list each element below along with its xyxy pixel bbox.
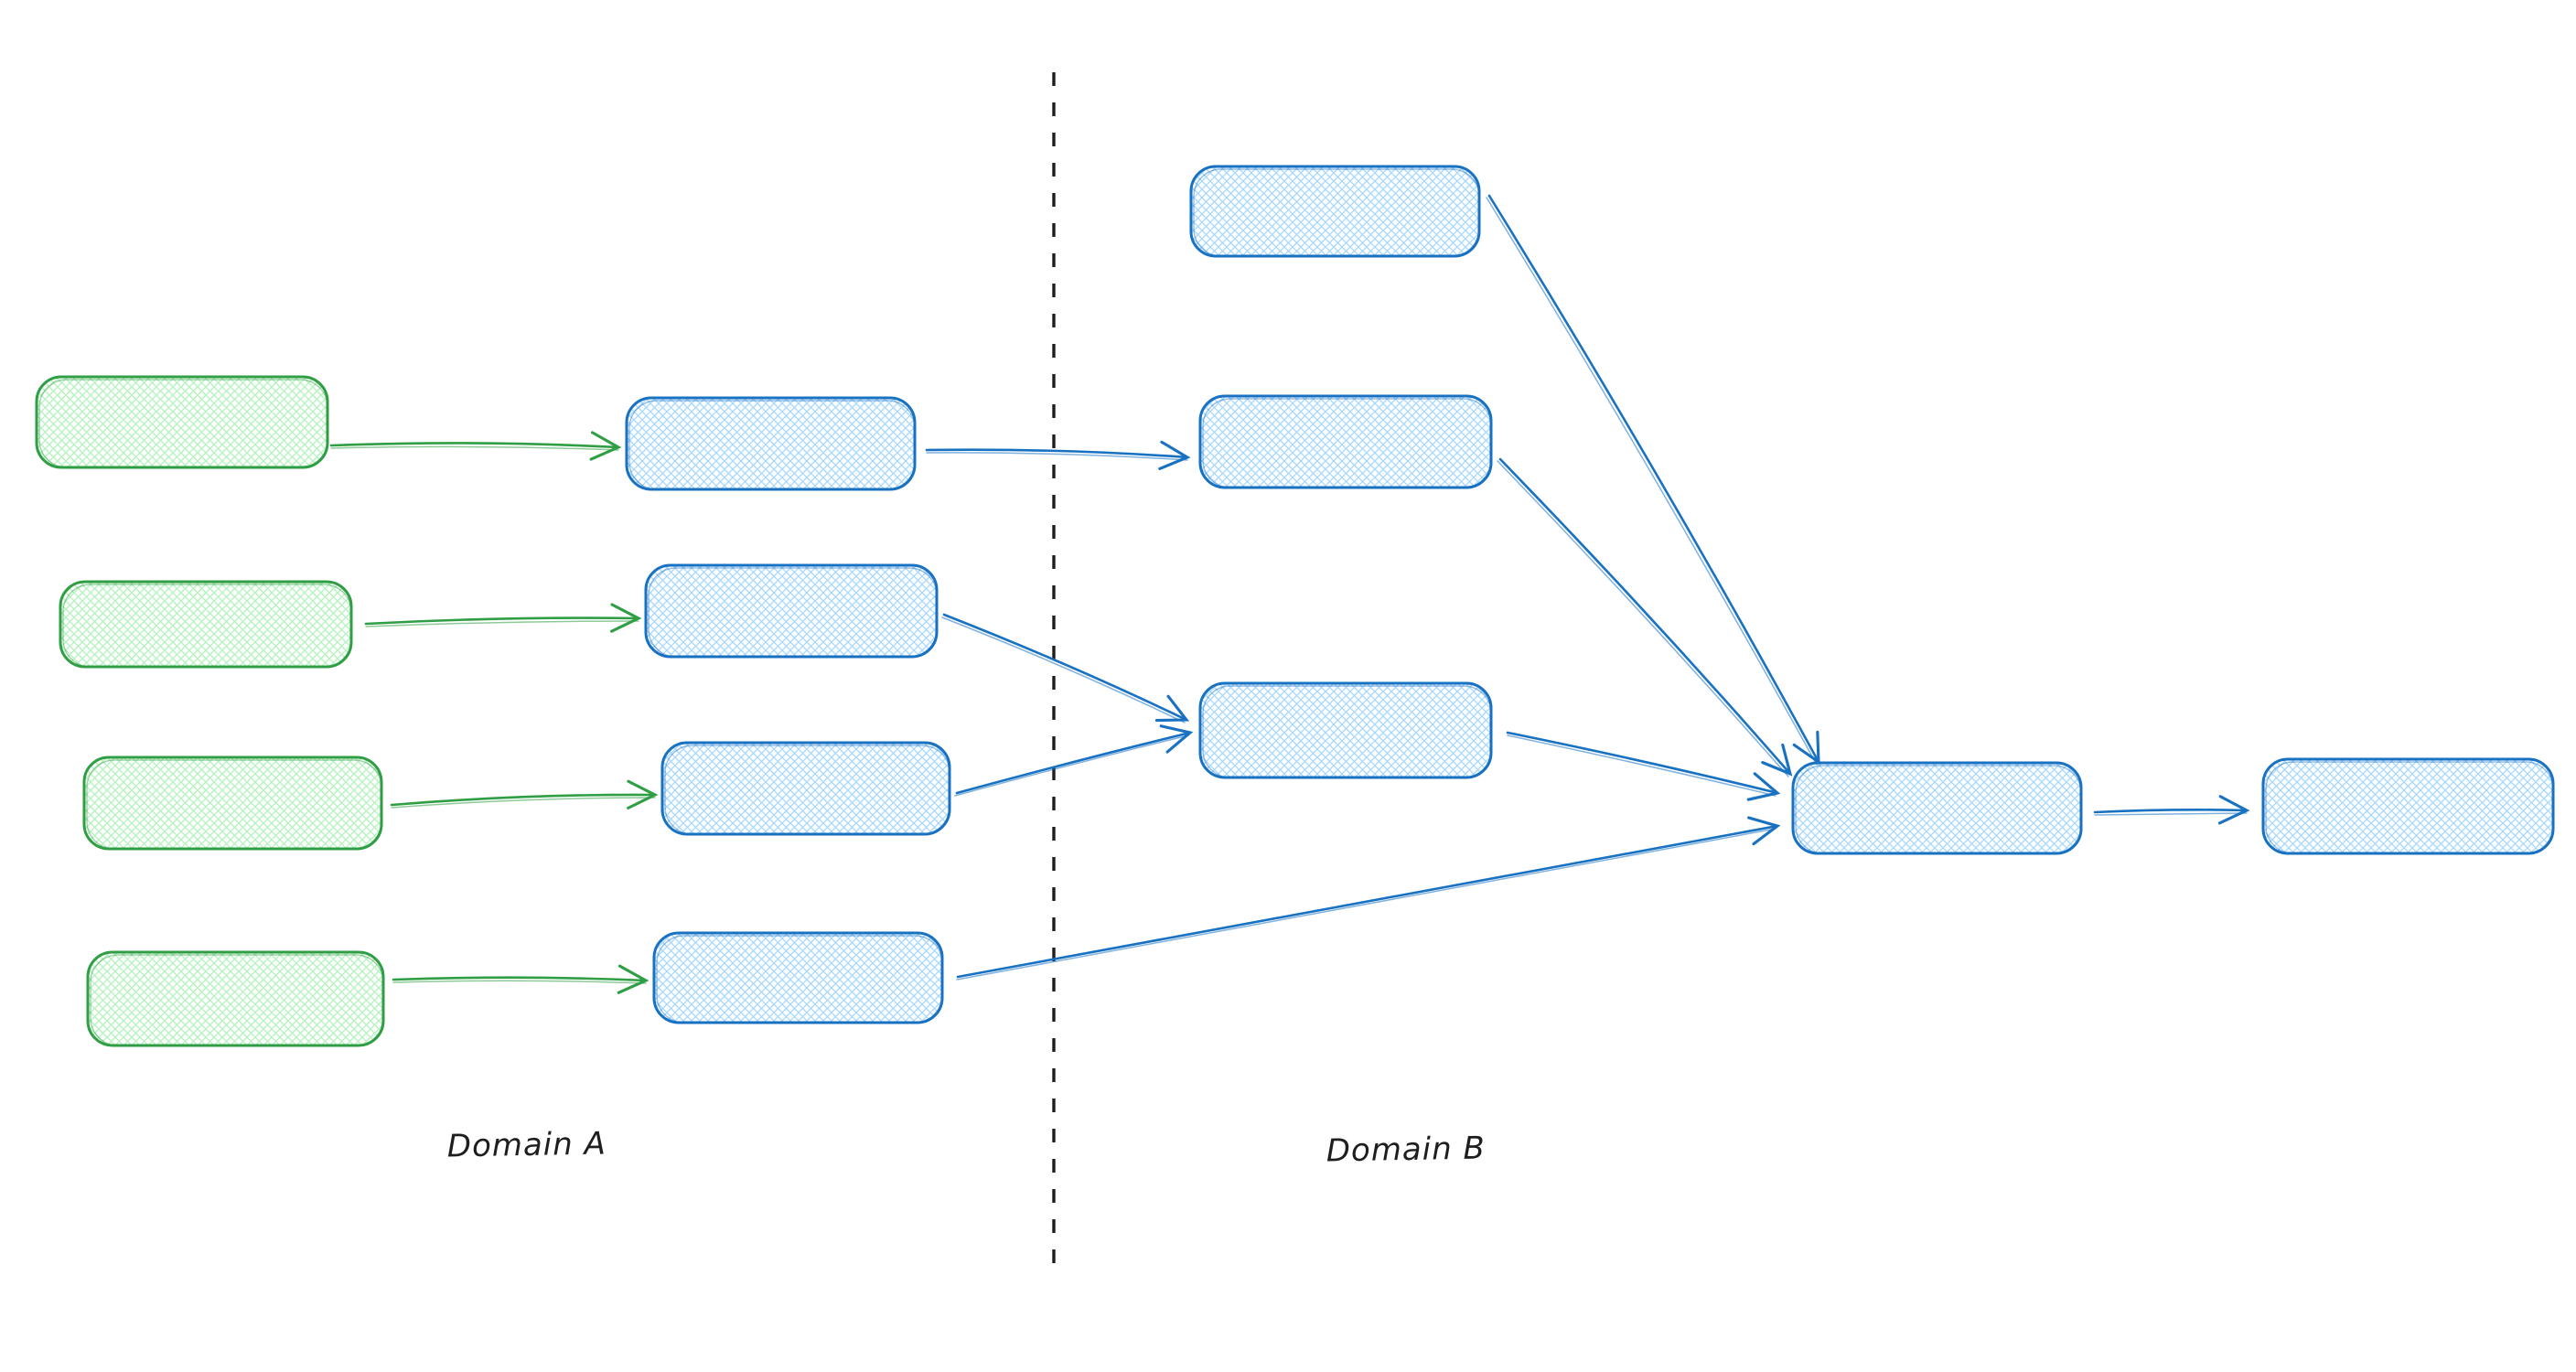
arrow-hub-to-output xyxy=(2093,795,2250,825)
arrow-b2-to-hub xyxy=(1497,457,1793,777)
domain-b-label: Domain B xyxy=(1326,1130,1486,1169)
blue-hub-node xyxy=(1791,761,2083,855)
arrow-b1-to-hub xyxy=(1486,194,1820,766)
blue-node-b1 xyxy=(1189,165,1481,258)
blue-node-a1 xyxy=(625,396,917,491)
blue-output-node xyxy=(2261,757,2555,855)
domain-a-label: Domain A xyxy=(446,1125,606,1164)
green-source-1 xyxy=(35,375,329,469)
arrow-source1-to-a1 xyxy=(329,431,622,461)
green-source-2 xyxy=(59,580,353,669)
arrow-a1-to-b2 xyxy=(925,440,1191,471)
blue-node-a3 xyxy=(660,741,951,836)
arrow-a2-to-b3 xyxy=(941,613,1190,724)
blue-node-a2 xyxy=(644,563,939,659)
arrow-source4-to-a4 xyxy=(392,964,649,994)
arrow-source2-to-a2 xyxy=(364,603,642,633)
green-source-4 xyxy=(86,950,385,1047)
blue-node-a4 xyxy=(652,931,944,1024)
arrow-a4-to-hub xyxy=(956,816,1781,981)
arrow-a3-to-b3 xyxy=(954,724,1194,797)
blue-node-b2 xyxy=(1198,394,1493,489)
arrow-source3-to-a3 xyxy=(390,779,659,809)
arrow-b3-to-hub xyxy=(1506,731,1781,801)
blue-node-b3 xyxy=(1198,681,1493,779)
green-source-3 xyxy=(82,756,383,851)
